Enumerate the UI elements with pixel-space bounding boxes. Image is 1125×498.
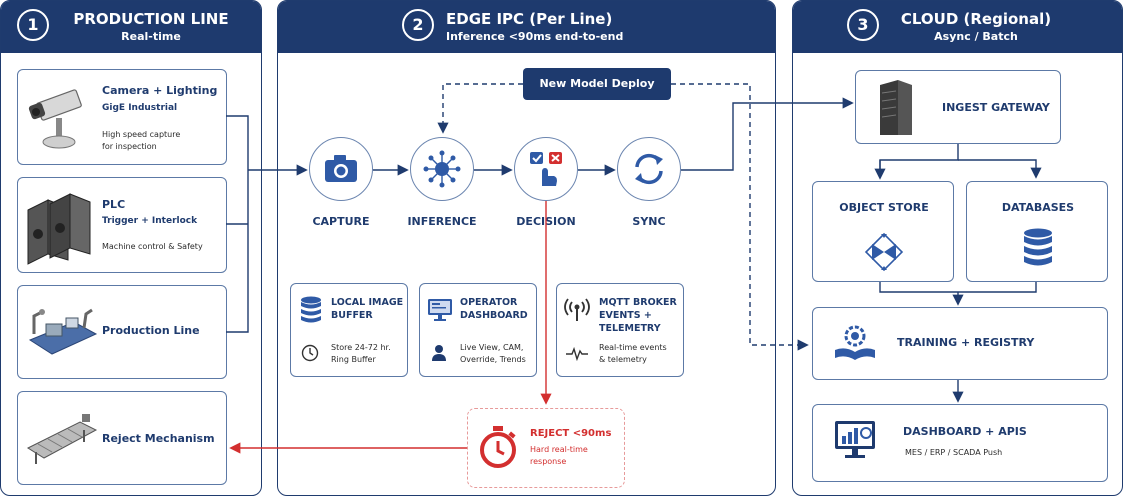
decision-stage[interactable]: [514, 137, 578, 201]
conveyor-icon: [26, 414, 98, 464]
decision-label: DECISION: [516, 215, 576, 228]
capture-stage[interactable]: [309, 137, 373, 201]
plc-title: PLC: [102, 198, 126, 211]
panel-subtitle: Inference <90ms end-to-end: [446, 30, 624, 43]
operator-desc-line2: Override, Trends: [460, 355, 526, 364]
production-line-icon: [28, 308, 98, 355]
plc-device-icon: [27, 193, 91, 265]
reject-timing-desc-line1: Hard real-time: [530, 445, 588, 454]
step-number-1: 1: [17, 9, 49, 41]
new-model-deploy-button[interactable]: New Model Deploy: [523, 68, 671, 100]
operator-desc-line1: Live View, CAM,: [460, 343, 524, 352]
camera-subtitle: GigE Industrial: [102, 103, 178, 113]
capture-label: CAPTURE: [312, 215, 370, 228]
database-icon: [1024, 228, 1052, 266]
buffer-desc-line2: Ring Buffer: [331, 355, 376, 364]
plc-card[interactable]: PLC Trigger + Interlock Machine control …: [17, 177, 227, 273]
reject-timing-box[interactable]: REJECT <90ms Hard real-time response: [467, 408, 625, 488]
person-icon: [432, 345, 446, 361]
production-line-panel: 1 PRODUCTION LINE Real-time Camera + Lig…: [0, 0, 262, 496]
object-store-icon: [864, 232, 904, 272]
training-registry-title: TRAINING + REGISTRY: [897, 336, 1035, 349]
ingest-gateway-card[interactable]: INGEST GATEWAY: [855, 70, 1061, 144]
camera-desc-line2: for inspection: [102, 142, 157, 151]
panel-title: CLOUD (Regional): [900, 10, 1052, 28]
operator-title-line1: OPERATOR: [460, 297, 518, 308]
buffer-title-line2: BUFFER: [331, 310, 373, 321]
panel-subtitle: Async / Batch: [934, 30, 1018, 43]
reject-mechanism-card[interactable]: Reject Mechanism: [17, 391, 227, 485]
cloud-header: 3 CLOUD (Regional) Async / Batch: [793, 1, 1122, 53]
edge-ipc-header: 2 EDGE IPC (Per Line) Inference <90ms en…: [278, 1, 775, 53]
buffer-desc-line1: Store 24-72 hr.: [331, 343, 391, 352]
inference-stage[interactable]: [410, 137, 474, 201]
neural-network-icon: [423, 150, 461, 188]
inference-label: INFERENCE: [407, 215, 477, 228]
plc-desc: Machine control & Safety: [102, 242, 203, 251]
production-line-header: 1 PRODUCTION LINE Real-time: [1, 1, 261, 53]
sync-icon: [635, 153, 663, 185]
production-line-title: Production Line: [102, 324, 200, 337]
camera-device-icon: [28, 89, 82, 149]
sync-label: SYNC: [632, 215, 666, 228]
broadcast-antenna-icon: [564, 298, 590, 321]
databases-title: DATABASES: [1001, 201, 1075, 214]
training-registry-card[interactable]: TRAINING + REGISTRY: [812, 307, 1108, 380]
object-store-card[interactable]: OBJECT STORE: [812, 181, 954, 282]
mqtt-desc-line1: Real-time events: [599, 343, 667, 352]
dashboard-apis-desc: MES / ERP / SCADA Push: [905, 448, 1003, 457]
object-store-title: OBJECT STORE: [839, 201, 929, 214]
monitor-icon: [428, 299, 452, 321]
dashboard-apis-title: DASHBOARD + APIS: [903, 425, 1027, 438]
reject-mechanism-title: Reject Mechanism: [102, 432, 215, 445]
local-image-buffer-card[interactable]: LOCAL IMAGE BUFFER Store 24-72 hr. Ring …: [290, 283, 408, 377]
analytics-monitor-icon: [835, 421, 875, 458]
operator-title-line2: DASHBOARD: [460, 310, 528, 321]
mqtt-desc-line2: & telemetry: [599, 355, 647, 364]
server-rack-icon: [880, 80, 912, 135]
sync-stage[interactable]: [617, 137, 681, 201]
databases-card[interactable]: DATABASES: [966, 181, 1108, 282]
reject-timing-desc-line2: response: [530, 457, 567, 466]
plc-subtitle: Trigger + Interlock: [102, 216, 198, 226]
camera-icon: [325, 155, 357, 182]
mqtt-title-line3: TELEMETRY: [599, 323, 661, 334]
production-line-card[interactable]: Production Line: [17, 285, 227, 379]
ingest-gateway-title: INGEST GATEWAY: [942, 101, 1050, 114]
camera-desc-line1: High speed capture: [102, 130, 181, 139]
mqtt-title-line2: EVENTS +: [599, 310, 652, 321]
pulse-icon: [566, 347, 588, 361]
decision-icon: [530, 152, 562, 186]
clock-icon: [301, 344, 319, 362]
buffer-title-line1: LOCAL IMAGE: [331, 297, 404, 308]
panel-title: PRODUCTION LINE: [73, 10, 229, 28]
training-icon: [835, 325, 875, 360]
mqtt-broker-card[interactable]: MQTT BROKER EVENTS + TELEMETRY Real-time…: [556, 283, 684, 377]
camera-card[interactable]: Camera + Lighting GigE Industrial High s…: [17, 69, 227, 165]
mqtt-title-line1: MQTT BROKER: [599, 297, 677, 308]
dashboard-apis-card[interactable]: DASHBOARD + APIS MES / ERP / SCADA Push: [812, 404, 1108, 482]
panel-subtitle: Real-time: [121, 30, 181, 43]
camera-title: Camera + Lighting: [102, 84, 218, 97]
step-number-2: 2: [402, 9, 434, 41]
step-number-3: 3: [847, 9, 879, 41]
database-icon: [301, 296, 321, 323]
stopwatch-icon: [480, 426, 516, 468]
panel-title: EDGE IPC (Per Line): [446, 10, 613, 28]
operator-dashboard-card[interactable]: OPERATOR DASHBOARD Live View, CAM, Overr…: [419, 283, 537, 377]
reject-timing-title: REJECT <90ms: [530, 428, 612, 439]
